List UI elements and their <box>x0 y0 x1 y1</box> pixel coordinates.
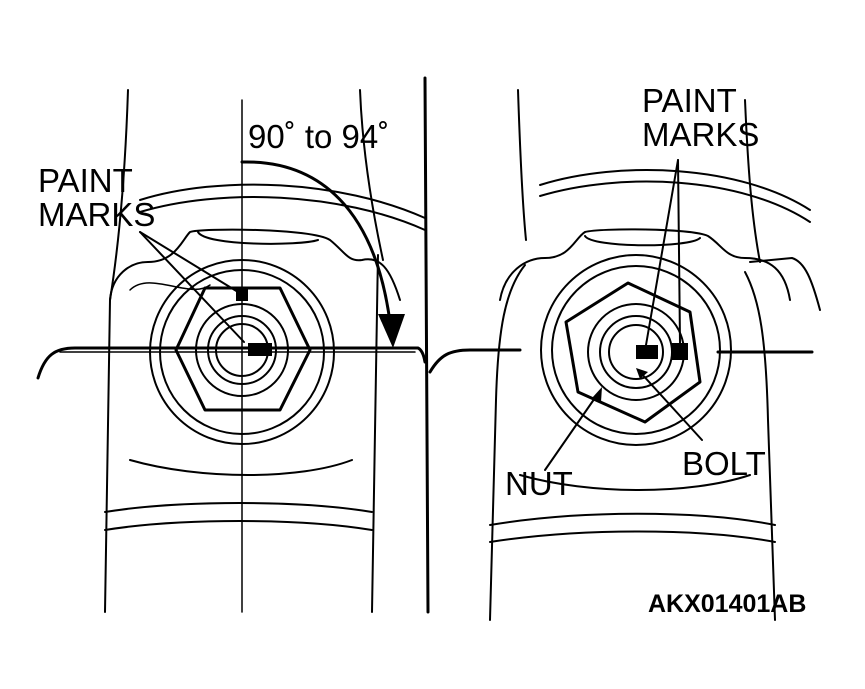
panel-divider <box>423 76 430 614</box>
right-parting-line-left <box>428 348 522 374</box>
right-paint-mark-nut <box>672 343 688 360</box>
left-paint-label-line2: MARKS <box>38 196 155 233</box>
right-leader-paint-2 <box>677 159 681 344</box>
left-rod-outer-right <box>359 89 384 261</box>
right-cap-arc-2 <box>539 180 811 223</box>
left-rod-edge-right <box>371 254 379 613</box>
right-paint-label-line1: PAINT <box>642 82 737 119</box>
left-paint-label-line1: PAINT <box>38 162 133 199</box>
left-hex-nut <box>174 286 312 412</box>
left-lower-line-1 <box>104 502 373 513</box>
right-lower-line-2 <box>489 530 776 543</box>
left-boss-detail <box>129 282 211 291</box>
right-rod-edge-left-top <box>517 89 527 241</box>
left-leader-2 <box>139 231 245 343</box>
right-boss-circle-inner <box>551 265 721 435</box>
right-paint-label-line2: MARKS <box>642 116 759 153</box>
right-edge-detail <box>749 257 821 311</box>
right-lower-curve <box>519 474 751 491</box>
right-rod-edge-left <box>489 264 526 621</box>
bolt-label: BOLT <box>682 445 766 482</box>
rotation-arc <box>240 160 392 324</box>
left-cap-arc-1 <box>139 183 426 219</box>
left-connecting-rod <box>36 89 427 613</box>
right-paint-mark-bolt <box>636 345 658 359</box>
left-lower-line-2 <box>104 520 373 531</box>
bolt-leader <box>639 371 703 441</box>
rotation-arrowhead <box>378 314 405 348</box>
figure-code: AKX01401AB <box>648 590 806 618</box>
nut-leader-arrow <box>592 387 602 402</box>
left-boss-outline <box>109 228 401 301</box>
left-boss-inner <box>197 231 319 245</box>
right-boss-outline <box>499 228 791 301</box>
right-leader-paint-1 <box>645 159 679 346</box>
left-parting-line <box>36 346 427 380</box>
right-hex-nut <box>564 281 702 424</box>
angle-label: 90˚ to 94˚ <box>248 118 389 155</box>
right-rod-edge-right <box>744 271 776 621</box>
right-rod-edge-right-top <box>744 99 761 263</box>
bolt-leader-arrow <box>636 368 648 379</box>
left-paint-mark-nut <box>236 288 248 301</box>
left-cap-arc-2 <box>139 196 426 231</box>
right-bolt-thread-inner <box>608 324 664 380</box>
right-connecting-rod <box>428 89 821 621</box>
right-boss-circle-outer <box>540 254 732 446</box>
left-leader-1 <box>139 231 239 293</box>
right-lower-line-1 <box>489 512 776 526</box>
nut-label: NUT <box>505 465 573 502</box>
left-paint-mark-bolt <box>248 343 272 356</box>
left-lower-curve <box>129 459 353 476</box>
nut-leader <box>544 394 598 471</box>
right-boss-inner <box>584 235 701 247</box>
